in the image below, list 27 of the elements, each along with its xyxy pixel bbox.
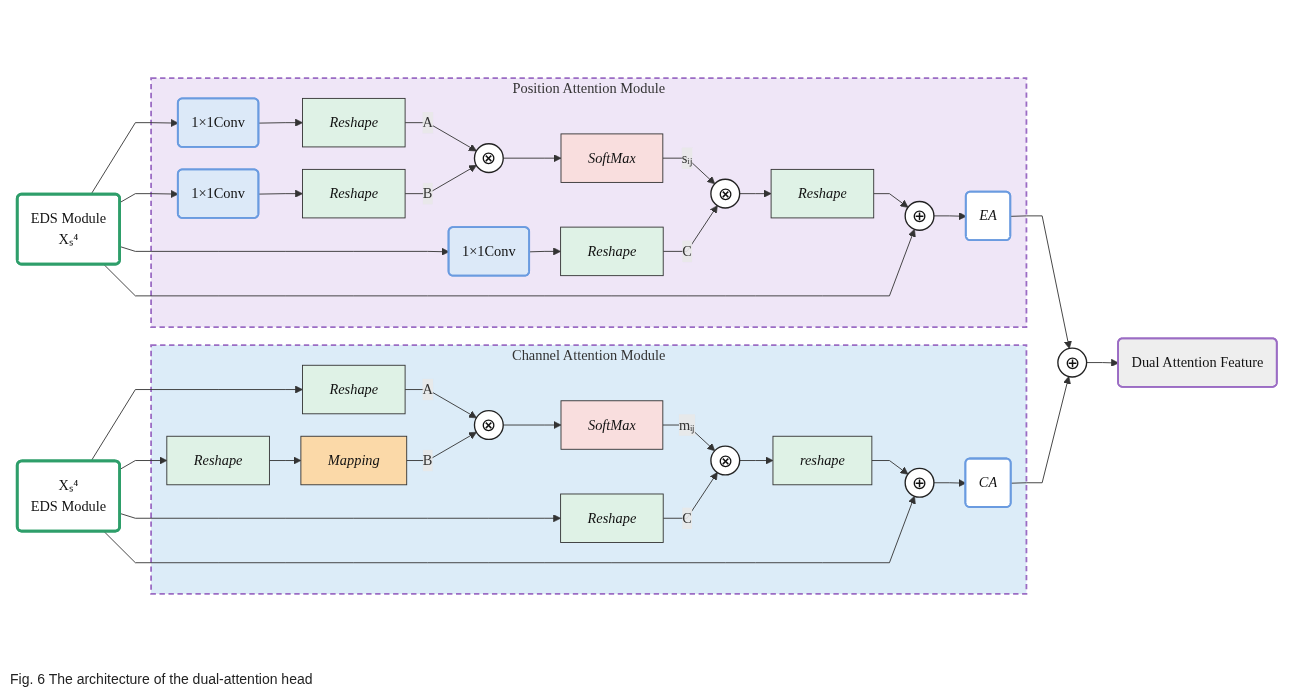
node-box: SoftMax	[560, 400, 664, 451]
node-circle: ⊗	[473, 143, 504, 174]
node-circle: ⊗	[473, 410, 504, 441]
edge-label: C	[682, 510, 692, 526]
node-box: Reshape	[302, 365, 406, 415]
node-circle: ⊕	[904, 201, 935, 232]
node-circle: ⊗	[710, 445, 741, 476]
node-box: SoftMax	[560, 133, 664, 184]
edge-label: mᵢⱼ	[678, 417, 696, 433]
node-circle: ⊕	[1057, 347, 1088, 379]
edge-label: A	[422, 381, 433, 398]
node-circle: ⊕	[904, 468, 935, 499]
node-box: Reshape	[560, 493, 664, 544]
node-box: Mapping	[300, 436, 408, 486]
edge-label: sᵢⱼ	[681, 150, 693, 166]
node-box: Reshape	[770, 169, 875, 219]
node-circle: ⊗	[710, 179, 741, 210]
edge-label: B	[422, 452, 433, 469]
node-box: Reshape	[302, 98, 406, 148]
edge-label: C	[682, 243, 692, 259]
edge-label: A	[422, 115, 433, 131]
node-box: Reshape	[560, 227, 664, 277]
figure-caption: Fig. 6 The architecture of the dual-attention head	[10, 670, 314, 687]
edge-label: B	[422, 185, 433, 202]
node-box: Reshape	[166, 436, 270, 486]
node-box: reshape	[772, 436, 873, 486]
node-box: Reshape	[302, 169, 406, 219]
